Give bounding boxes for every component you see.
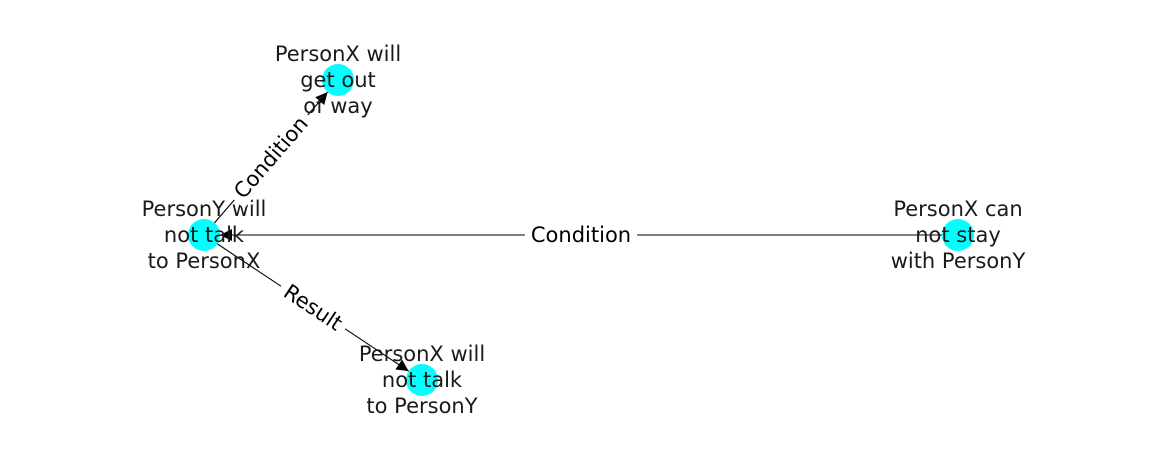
edge-label-e3: Result — [279, 280, 346, 336]
edge-label-group-e3: Result — [273, 275, 353, 340]
node-label-line: get out — [300, 68, 376, 92]
node-label-line: not talk — [164, 223, 245, 247]
node-label-line: PersonX can — [893, 197, 1022, 221]
node-label-line: PersonX will — [275, 42, 401, 66]
edge-label-background — [524, 222, 638, 248]
edge-label-e2: Condition — [531, 223, 631, 247]
node-label-line: not talk — [382, 368, 463, 392]
edge-label-background — [224, 106, 318, 209]
node-label-line: to PersonY — [366, 394, 477, 418]
node-label-line: of way — [303, 94, 372, 118]
edge-label-group-e1: Condition — [224, 106, 318, 209]
node-n3-circle — [942, 219, 974, 251]
node-label-line: to PersonX — [148, 249, 261, 273]
node-n1-circle — [322, 64, 354, 96]
node-label-line: PersonX will — [359, 342, 485, 366]
node-n2-circle — [188, 219, 220, 251]
edge-label-group-e2: Condition — [524, 222, 638, 248]
node-n4-circle — [406, 364, 438, 396]
edge-label-e1: Condition — [229, 112, 313, 204]
nodes-layer — [188, 64, 974, 396]
edge-label-background — [273, 275, 353, 340]
node-label-line: not stay — [915, 223, 1001, 247]
node-label-line: with PersonY — [891, 249, 1026, 273]
